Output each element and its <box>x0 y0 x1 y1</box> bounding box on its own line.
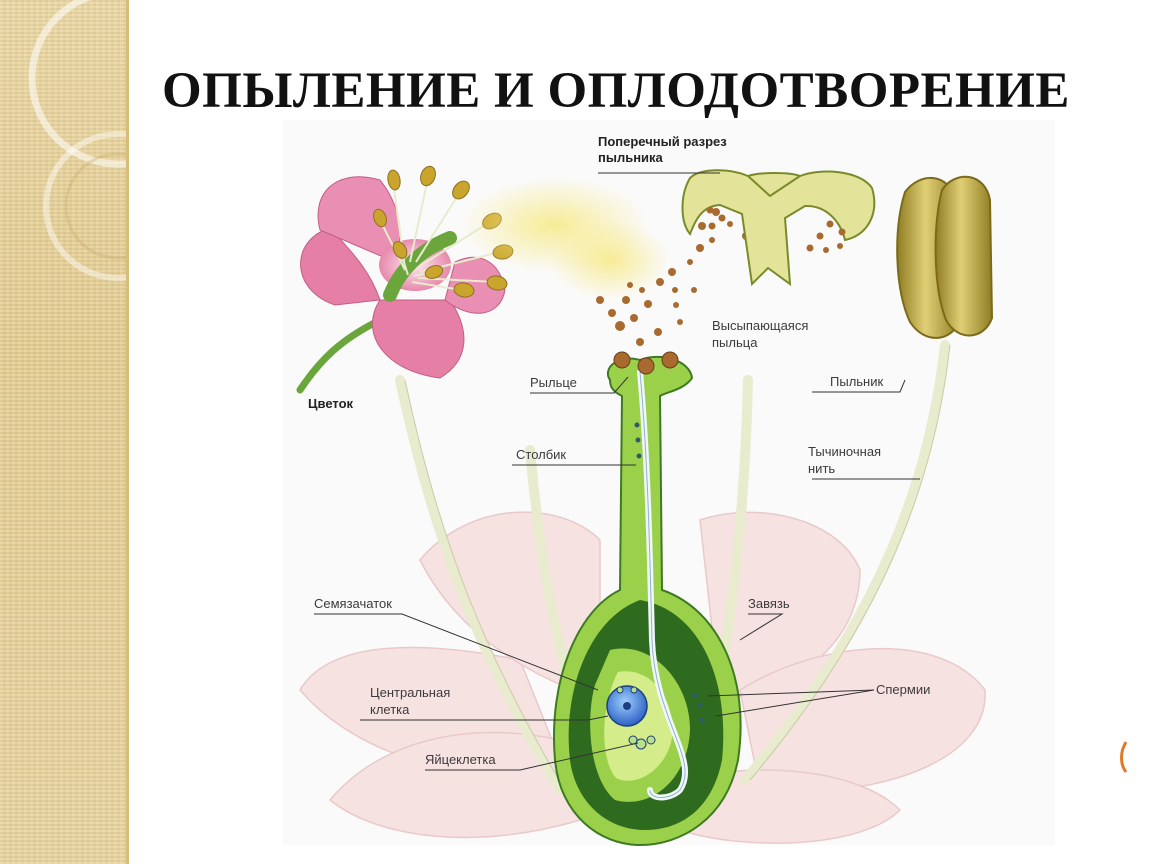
label-style: Столбик <box>516 447 566 462</box>
anther-cross-section <box>681 169 876 287</box>
slide-title: ОПЫЛЕНИЕ И ОПЛОДОТВОРЕНИЕ <box>162 63 1070 119</box>
label-sperm: Спермии <box>876 682 930 697</box>
label-egg-cell: Яйцеклетка <box>425 752 496 767</box>
label-anther-section-line1: Поперечный разрез <box>598 134 727 149</box>
label-filament-line1: Тычиночная <box>808 444 881 459</box>
pink-flower <box>296 165 514 394</box>
decorative-side-panel <box>0 0 128 864</box>
filament-outlines <box>404 344 951 791</box>
pistil <box>553 351 742 847</box>
decorative-rings <box>28 0 128 281</box>
label-central-cell-line1: Центральная <box>370 685 450 700</box>
side-panel-edge <box>126 0 129 864</box>
label-anther: Пыльник <box>830 374 883 389</box>
label-stigma: Рыльце <box>530 375 577 390</box>
edge-mark <box>1120 741 1128 773</box>
label-pollen-line1: Высыпающаяся <box>712 318 808 333</box>
label-flower: Цветок <box>308 396 354 411</box>
label-ovary: Завязь <box>748 596 790 611</box>
label-pollen-line2: пыльца <box>712 335 758 350</box>
leader-lines <box>314 172 920 771</box>
label-filament-line2: нить <box>808 461 835 476</box>
label-ovule: Семязачаток <box>314 596 392 611</box>
label-central-cell-line2: клетка <box>370 702 410 717</box>
large-anther <box>896 175 994 339</box>
label-anther-section-line2: пыльника <box>598 150 664 165</box>
